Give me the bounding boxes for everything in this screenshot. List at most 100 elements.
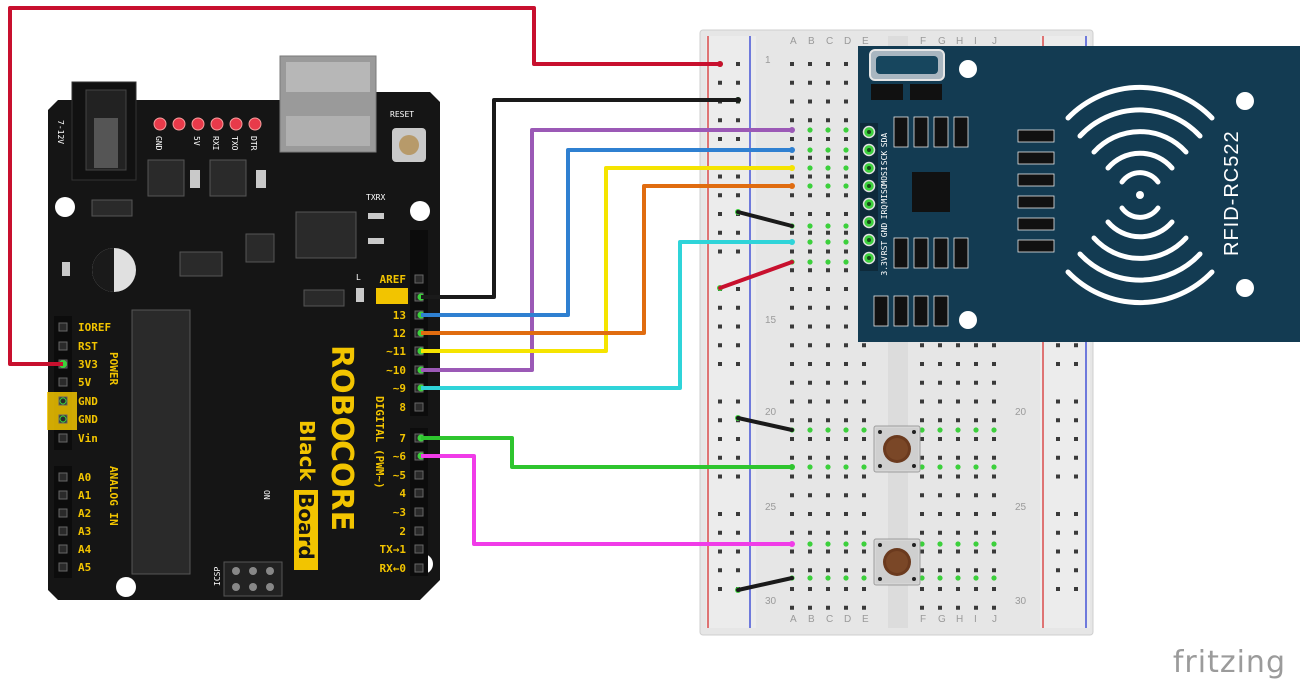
header-pin[interactable] [58, 562, 68, 572]
bb-hole [808, 474, 812, 479]
bb-hole [862, 587, 866, 591]
svg-text:J: J [992, 614, 997, 625]
header-pin[interactable] [414, 274, 424, 284]
rail-hole [736, 437, 740, 441]
wires[interactable] [8, 6, 795, 547]
header-pin[interactable] [58, 414, 68, 424]
bb-hole [790, 605, 794, 610]
header-pin[interactable] [58, 396, 68, 406]
rail-hole [718, 343, 722, 348]
bb-hole [826, 399, 830, 404]
header-pin[interactable] [58, 322, 68, 332]
bb-hole [920, 493, 924, 498]
bb-hole [808, 155, 812, 160]
digital-pin-label: ~9 [393, 382, 406, 395]
header-pin[interactable] [414, 563, 424, 573]
header-pin[interactable] [414, 488, 424, 498]
bb-hole [790, 268, 794, 273]
active-hole [955, 427, 961, 433]
rfid-pin-label: GND [880, 223, 889, 238]
bb-hole [938, 418, 942, 423]
rail-hole [718, 474, 722, 479]
col-letter-b: B [808, 36, 815, 47]
rfid-pin-label: 3.3V [880, 256, 889, 275]
header-pin[interactable] [414, 402, 424, 412]
header-pin[interactable] [58, 526, 68, 536]
bb-hole [974, 587, 978, 591]
rail-hole [1074, 474, 1078, 479]
header-pin[interactable] [58, 544, 68, 554]
bb-hole [808, 230, 812, 235]
rfid-module: SDA SCK MOSI MISO IRQ GND RST 3.3V [858, 46, 1300, 342]
rail-hole [1056, 437, 1060, 441]
push-button-1[interactable] [873, 425, 921, 473]
rail-hole [1074, 437, 1078, 441]
active-hole [843, 239, 849, 245]
bb-hole [862, 605, 866, 610]
header-pin[interactable] [58, 508, 68, 518]
row-number-1: 1 [765, 55, 771, 66]
bb-hole [790, 474, 794, 479]
l-led-label: L [356, 273, 361, 282]
bb-hole [862, 568, 866, 573]
rail-hole [1056, 474, 1060, 479]
bb-hole [920, 399, 924, 404]
active-hole [807, 165, 813, 171]
bb-hole [790, 212, 794, 216]
bb-hole [974, 605, 978, 610]
header-pin[interactable] [58, 341, 68, 351]
rail-hole [736, 287, 740, 291]
bb-hole [844, 287, 848, 291]
bb-hole [974, 437, 978, 441]
bb-hole [826, 324, 830, 329]
brand-core: CORE [324, 440, 359, 531]
active-hole [991, 427, 997, 433]
header-pin[interactable] [414, 526, 424, 536]
header-pin[interactable] [414, 507, 424, 517]
bb-hole [956, 605, 960, 610]
arduino-board: 7-12V RESET GND 5V RXI TXO DTR [47, 55, 440, 600]
rail-hole [736, 305, 740, 310]
bb-hole [956, 530, 960, 535]
active-hole [843, 183, 849, 189]
bb-hole [808, 118, 812, 123]
header-pin[interactable] [414, 470, 424, 480]
bb-hole [790, 530, 794, 535]
bb-hole [844, 568, 848, 573]
bb-hole [826, 62, 830, 66]
active-hole [807, 541, 813, 547]
bb-hole [844, 437, 848, 441]
bb-hole [844, 530, 848, 535]
analog-pin-label: A2 [78, 507, 91, 520]
bb-hole [920, 605, 924, 610]
digital-pin-label: AREF [380, 273, 407, 286]
bb-hole [808, 137, 812, 141]
jumper-gnd-1 [736, 210, 794, 228]
bb-hole [862, 343, 866, 348]
rail-hole [736, 530, 740, 535]
bb-hole [844, 474, 848, 479]
header-pin[interactable] [414, 544, 424, 554]
bb-hole [826, 287, 830, 291]
svg-text:30: 30 [1015, 596, 1027, 607]
bb-hole [808, 62, 812, 66]
rail-hole [718, 193, 722, 198]
bb-hole [826, 530, 830, 535]
wire-cyan-9 [421, 240, 792, 390]
header-pin[interactable] [58, 490, 68, 500]
bb-hole [844, 118, 848, 123]
active-hole [955, 541, 961, 547]
bb-hole [992, 343, 996, 348]
rail-hole [736, 230, 740, 235]
push-button-2[interactable] [873, 538, 921, 586]
active-hole [843, 259, 849, 265]
row-number-20: 20 [765, 407, 777, 418]
bb-hole [826, 418, 830, 423]
active-hole [991, 575, 997, 581]
header-pin[interactable] [58, 472, 68, 482]
active-hole [825, 575, 831, 581]
rail-hole [718, 587, 722, 591]
header-pin[interactable] [58, 433, 68, 443]
column-letters-top: A B C D E F G H I J [790, 36, 997, 47]
header-pin[interactable] [58, 377, 68, 387]
